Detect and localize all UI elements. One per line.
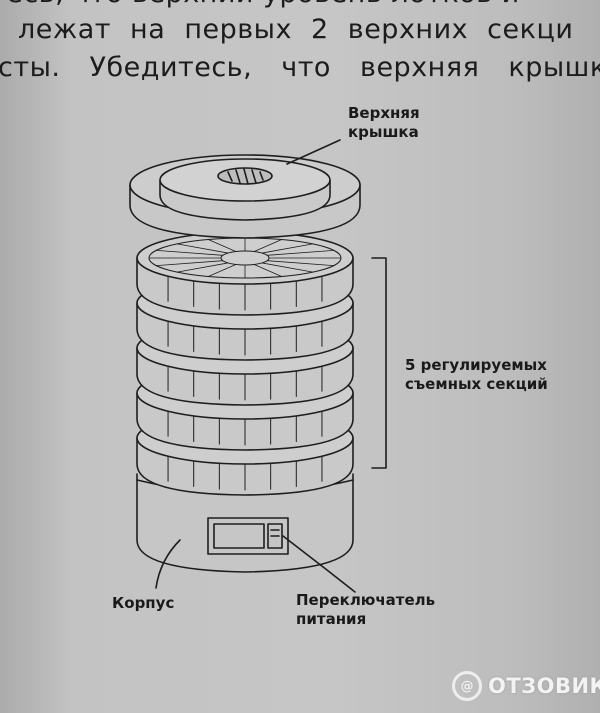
label-sections: 5 регулируемых съемных секций (405, 356, 548, 393)
watermark-text: ОТЗОВИК (488, 674, 600, 698)
body-leader-line (155, 539, 181, 589)
lid-leader-line (286, 139, 341, 165)
sections-bracket (371, 257, 387, 469)
switch-leader-line (282, 535, 356, 593)
label-body: Корпус (112, 594, 175, 612)
body-text-3: сты. Убедитесь, что верхняя крышка (0, 52, 600, 83)
tray-section (136, 231, 354, 316)
body-text-line-3: сты. Убедитесь, что верхняя крышка (0, 52, 600, 92)
body-text-2: лежат на первых 2 верхних секци (18, 14, 574, 45)
label-power-switch: Переключатель питания (296, 591, 436, 628)
label-top-lid: Верхняя крышка (348, 104, 420, 141)
body-text-line-1: тесь, что верхний уровень лотков и (0, 0, 600, 18)
power-switch (267, 523, 283, 549)
watermark: @ ОТЗОВИК (452, 669, 600, 703)
tray-stack (136, 231, 354, 496)
top-lid (129, 154, 361, 239)
power-switch-panel (207, 517, 289, 555)
body-text-1: тесь, что верхний уровень лотков и (0, 0, 520, 9)
body-text-line-2: лежат на первых 2 верхних секци (0, 14, 600, 54)
otzovik-logo-icon: @ (452, 671, 482, 701)
